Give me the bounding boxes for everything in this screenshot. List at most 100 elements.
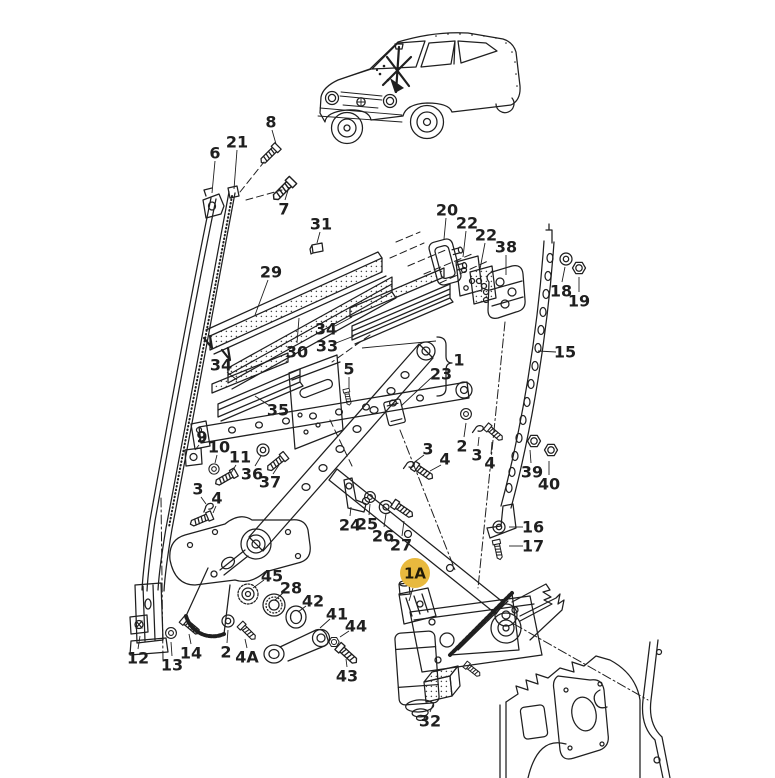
leader-line-4c [429,464,442,472]
part-label-22b[interactable]: 22 [475,226,497,245]
part-label-19[interactable]: 19 [568,292,590,311]
leader-line-14 [188,633,192,645]
leader-line-34a [334,316,353,327]
part-label-12[interactable]: 12 [127,649,149,668]
part-label-34a[interactable]: 34 [315,320,337,339]
part-label-43[interactable]: 43 [336,667,358,686]
part-label-7[interactable]: 7 [278,200,289,219]
clip-31 [309,242,324,255]
part-label-2b[interactable]: 2 [456,437,467,456]
part-label-15[interactable]: 15 [554,343,576,362]
part-label-41[interactable]: 41 [326,605,348,624]
part-label-39[interactable]: 39 [521,463,543,482]
part-label-23[interactable]: 23 [430,365,452,384]
part-label-17[interactable]: 17 [522,537,544,556]
screw-11 [212,467,239,489]
pinion-45 [237,583,259,605]
washer-13 [165,627,177,639]
part-label-30[interactable]: 30 [286,343,308,362]
highlight-circle-1A[interactable] [400,558,430,588]
part-label-1A[interactable]: 1A [404,564,426,582]
part-label-20[interactable]: 20 [436,201,458,220]
part-label-4b[interactable]: 4 [484,454,495,473]
leader-line-21 [233,149,238,190]
leader-line-6 [211,160,216,194]
part-label-11[interactable]: 11 [229,448,251,467]
part-label-21[interactable]: 21 [226,133,248,152]
part-label-16[interactable]: 16 [522,518,544,537]
mounting-bracket-20 [428,238,468,286]
part-label-25[interactable]: 25 [356,515,378,534]
seal-strip-34-left [211,352,289,394]
rail-holes [505,252,554,494]
part-label-28[interactable]: 28 [280,579,302,598]
crank-handle-41 [263,628,331,664]
leader-line-34b [226,371,238,381]
part-label-34b[interactable]: 34 [210,356,232,375]
part-label-4c[interactable]: 4 [439,450,450,469]
ring-42 [285,605,307,629]
part-label-18[interactable]: 18 [550,282,572,301]
part-label-27[interactable]: 27 [390,536,412,555]
part-label-2a[interactable]: 2 [220,643,231,662]
part-label-5[interactable]: 5 [343,360,354,379]
seal-strip-29 [202,251,387,362]
part-label-14[interactable]: 14 [180,644,202,663]
part-label-8[interactable]: 8 [265,113,276,132]
part-label-32[interactable]: 32 [419,712,441,731]
part-label-26[interactable]: 26 [372,527,394,546]
part-label-4a[interactable]: 4 [211,489,222,508]
part-label-13[interactable]: 13 [161,656,183,675]
part-label-1[interactable]: 1 [453,351,464,370]
leader-line-26 [383,513,387,528]
channel-strip-33 [351,283,454,345]
part-label-22a[interactable]: 22 [456,214,478,233]
part-label-35[interactable]: 35 [267,401,289,420]
motion-dashes [389,231,489,284]
part-label-3c[interactable]: 3 [422,440,433,459]
front-wheel [330,111,364,145]
seal-strip-34-right [349,267,445,318]
part-label-24[interactable]: 24 [339,516,361,535]
part-label-3b[interactable]: 3 [471,446,482,465]
leader-line-15 [537,350,557,353]
leader-line-24 [349,506,352,517]
leader-line-44 [339,630,350,638]
part-label-10[interactable]: 10 [208,438,230,457]
lift-rail-15 [486,223,555,539]
hinge-bracket-38 [477,265,526,589]
part-label-29[interactable]: 29 [260,263,282,282]
leader-line-45 [252,579,265,589]
screw-4A [236,620,259,643]
part-label-42[interactable]: 42 [302,592,324,611]
leader-line-12 [137,635,141,650]
bracket-for-label-1 [436,336,453,397]
screw-43 [334,641,361,667]
part-label-6[interactable]: 6 [209,144,220,163]
part-label-31[interactable]: 31 [310,215,332,234]
screw-4c [409,460,436,483]
leader-line-4A [244,638,248,649]
leader-line-37 [272,464,280,475]
leader-line-3a [200,496,207,505]
washer-10 [208,463,220,475]
screw-4a [187,510,215,529]
part-label-3a[interactable]: 3 [192,480,203,499]
part-label-38[interactable]: 38 [495,238,517,257]
washer-36 [256,443,270,457]
part-label-40[interactable]: 40 [538,475,560,494]
part-label-33[interactable]: 33 [316,337,338,356]
nut-39 [526,434,542,448]
part-label-4A[interactable]: 4A [235,648,259,667]
lever-24 [343,477,367,513]
part-label-37[interactable]: 37 [259,473,281,492]
leader-line-28 [274,592,284,601]
leader-line-2a [226,629,229,644]
part-label-36[interactable]: 36 [241,465,263,484]
leader-line-31 [316,231,321,244]
part-label-9[interactable]: 9 [196,428,207,447]
part-label-45[interactable]: 45 [261,567,283,586]
part-label-44[interactable]: 44 [345,617,367,636]
